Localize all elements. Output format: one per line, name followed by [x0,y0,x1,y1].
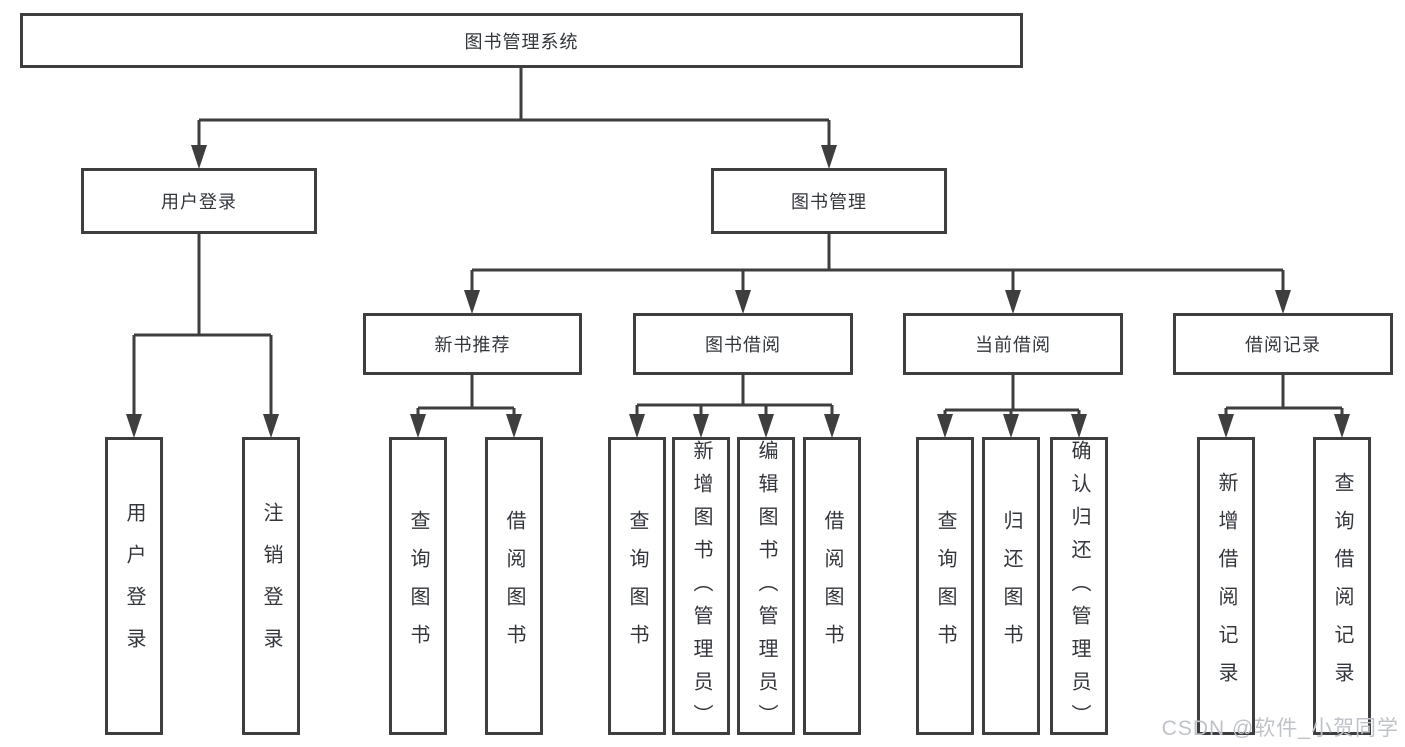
node-label: 查询图书 [626,510,648,662]
confirm-return-admin-leaf-node: 确认归还（管理员） [1050,437,1108,737]
edit-books-admin-leaf-node: 编辑图书（管理员） [737,437,795,737]
add-borrow-record-leaf-node: 新增借阅记录 [1197,437,1255,735]
node-label: 注销登录 [260,502,282,670]
node-label: 用户登录 [161,192,237,212]
node-label: 图书管理系统 [464,31,579,52]
query-books-current-leaf-node: 查询图书 [916,437,974,735]
node-label: 图书借阅 [705,335,781,355]
node-label: 借阅记录 [1245,335,1321,355]
book-borrowing-node: 图书借阅 [633,313,853,375]
book-management-node: 图书管理 [711,168,947,234]
return-books-leaf-node: 归还图书 [982,437,1040,735]
logout-leaf-node: 注销登录 [242,437,300,735]
node-label: 用户登录 [123,502,145,670]
node-label: 查询图书 [934,510,956,662]
borrow-books-recommend-leaf-node: 借阅图书 [485,437,543,735]
query-books-recommend-leaf-node: 查询图书 [389,437,447,735]
node-label: 确认归还（管理员） [1068,440,1090,737]
current-borrowing-node: 当前借阅 [903,313,1123,375]
node-label: 查询借阅记录 [1331,472,1353,700]
user-login-leaf-node: 用户登录 [105,437,163,735]
node-label: 借阅图书 [503,510,525,662]
node-label: 查询图书 [407,510,429,662]
new-book-recommend-node: 新书推荐 [363,313,582,375]
node-label: 新书推荐 [434,335,511,355]
query-borrow-record-leaf-node: 查询借阅记录 [1313,437,1371,735]
borrow-books-leaf-node: 借阅图书 [803,437,861,735]
node-label: 当前借阅 [975,335,1051,355]
borrow-records-node: 借阅记录 [1173,313,1393,375]
csdn-watermark: CSDN @软件_小贺同学 [1161,717,1399,740]
node-label: 归还图书 [1000,510,1022,662]
query-books-borrow-leaf-node: 查询图书 [608,437,666,735]
user-login-node: 用户登录 [81,168,317,234]
add-books-admin-leaf-node: 新增图书（管理员） [672,437,730,737]
root-node-library-system: 图书管理系统 [20,13,1023,68]
node-label: 新增图书（管理员） [690,440,712,737]
node-label: 借阅图书 [821,510,843,662]
node-label: 编辑图书（管理员） [755,440,777,737]
node-label: 新增借阅记录 [1215,472,1237,700]
node-label: 图书管理 [791,192,867,212]
